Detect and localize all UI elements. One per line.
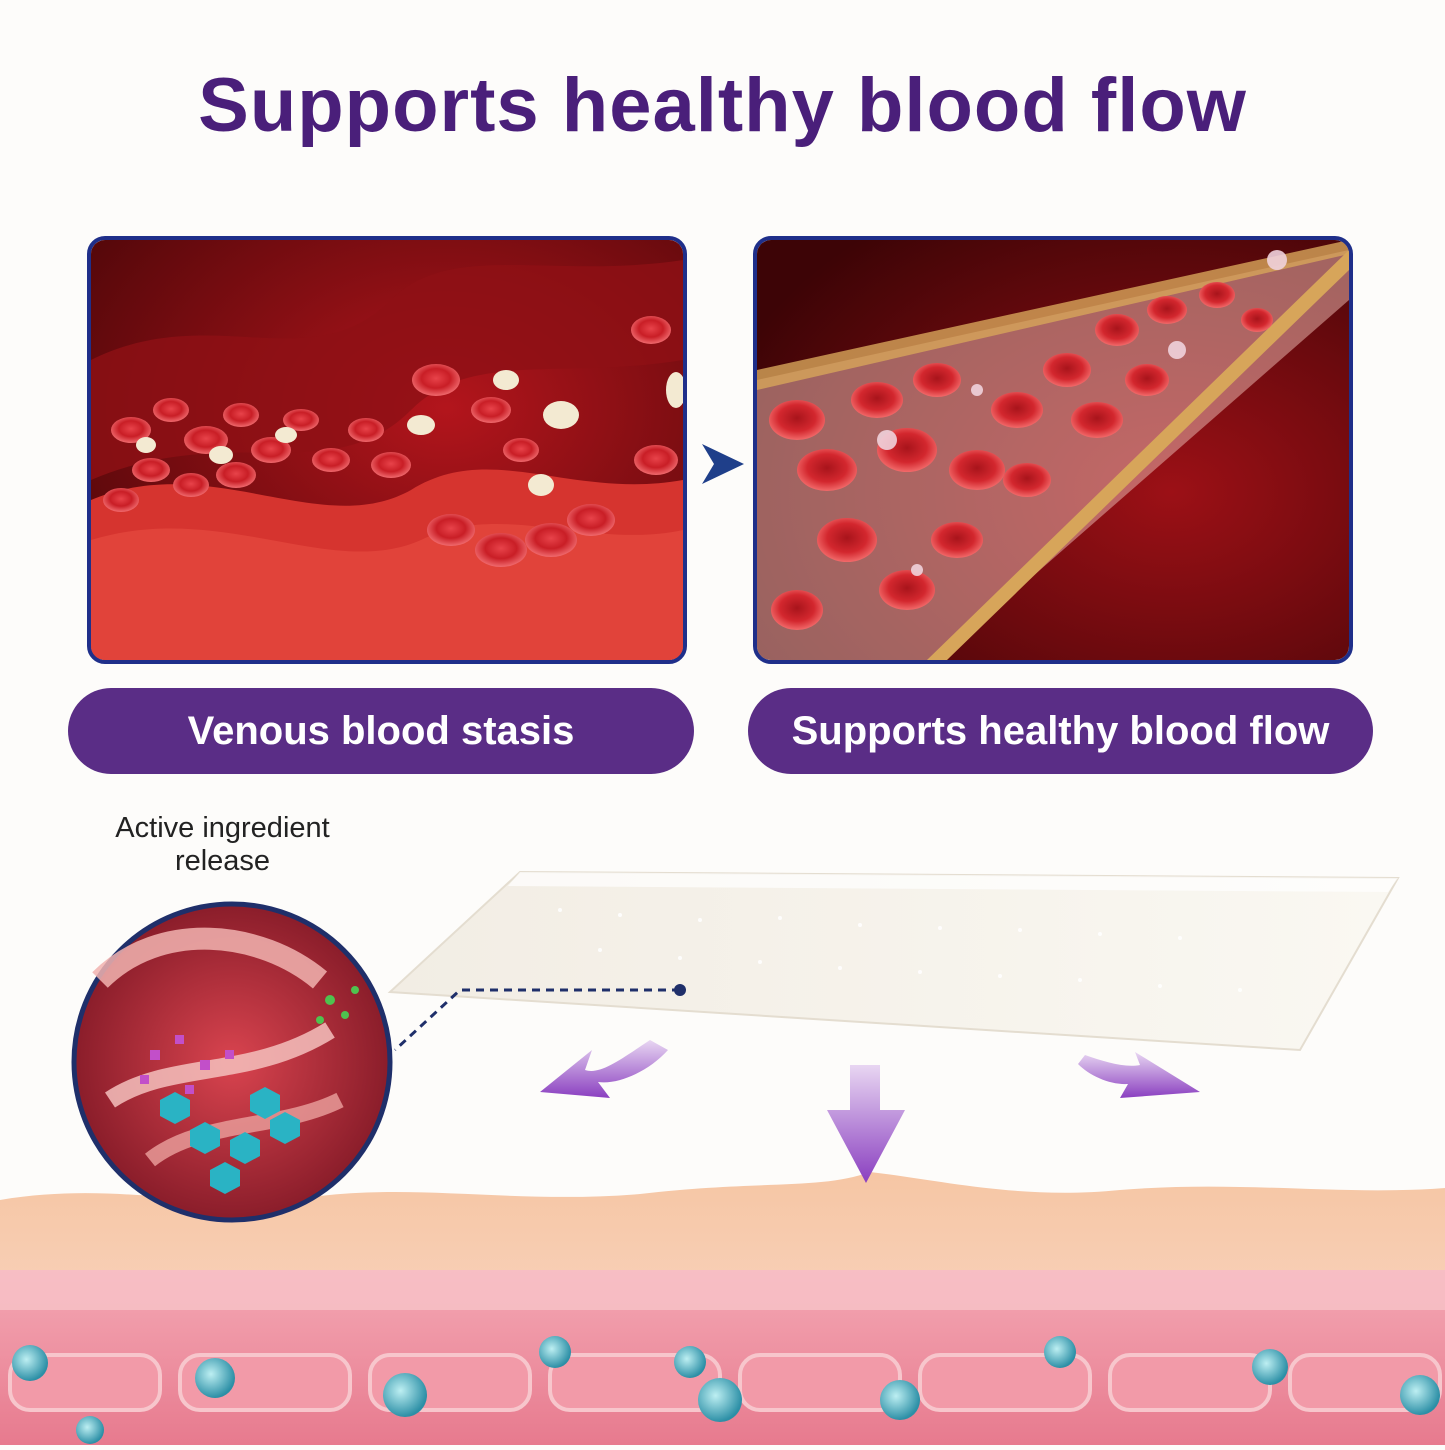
venous-stasis-image — [87, 236, 687, 664]
active-ingredient-caption: Active ingredient release — [115, 812, 330, 877]
arrow-right-icon — [700, 440, 748, 493]
patch-skin-illustration — [0, 800, 1445, 1450]
healthy-flow-image — [753, 236, 1353, 664]
venous-stasis-label: Venous blood stasis — [68, 688, 694, 774]
page-title: Supports healthy blood flow — [198, 63, 1247, 148]
healthy-flow-label: Supports healthy blood flow — [748, 688, 1373, 774]
